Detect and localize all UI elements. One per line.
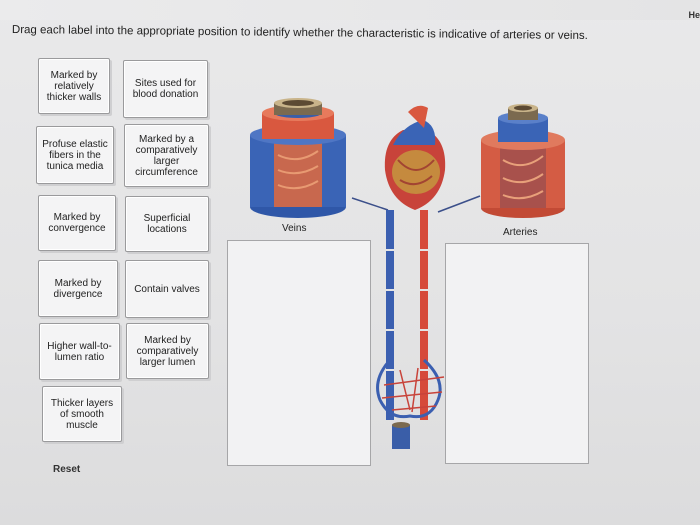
label-divergence[interactable]: Marked by divergence [38, 260, 118, 317]
instructions: Drag each label into the appropriate pos… [11, 24, 588, 43]
help-link[interactable]: He [688, 10, 700, 20]
label-wall-lumen-ratio[interactable]: Higher wall-to-lumen ratio [39, 323, 120, 380]
label-superficial-locations[interactable]: Superficial locations [125, 196, 209, 252]
vein-illustration [250, 98, 346, 218]
veins-caption: Veins [282, 223, 307, 234]
label-larger-circumference[interactable]: Marked by a comparatively larger circumf… [124, 124, 209, 187]
label-convergence[interactable]: Marked by convergence [38, 195, 116, 251]
arteries-drop-zone[interactable] [445, 243, 589, 464]
top-strip [0, 0, 700, 20]
arteries-caption: Arteries [503, 227, 538, 238]
label-thicker-walls[interactable]: Marked by relatively thicker walls [38, 58, 110, 114]
label-blood-donation[interactable]: Sites used for blood donation [123, 60, 208, 118]
label-smooth-muscle[interactable]: Thicker layers of smooth muscle [42, 386, 122, 442]
artery-illustration [481, 104, 565, 218]
label-elastic-fibers[interactable]: Profuse elastic fibers in the tunica med… [36, 126, 114, 184]
reset-button[interactable]: Reset [53, 464, 81, 475]
label-larger-lumen[interactable]: Marked by comparatively larger lumen [126, 323, 209, 379]
veins-drop-zone[interactable] [227, 240, 371, 466]
heart-circulation-illustration [351, 105, 481, 449]
label-contain-valves[interactable]: Contain valves [125, 260, 209, 318]
